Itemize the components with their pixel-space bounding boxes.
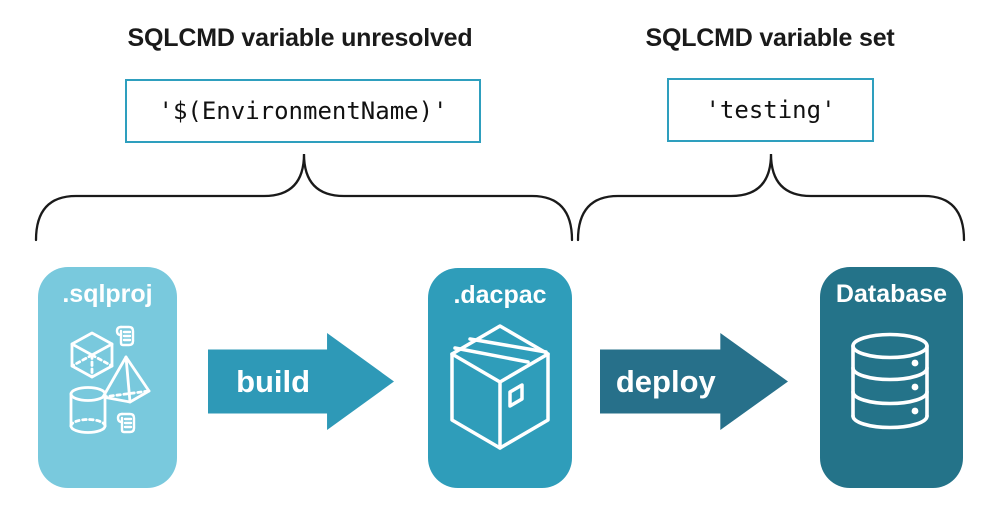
sql-objects-icon [69, 325, 151, 434]
node-database-label: Database [835, 280, 948, 308]
heading-sqlcmd-set: SQLCMD variable set [645, 24, 895, 52]
script-scroll-icon [116, 412, 136, 434]
code-box-testing: 'testing' [667, 78, 874, 142]
code-environment-name-text: '$(EnvironmentName)' [158, 97, 448, 125]
heading-sqlcmd-unresolved: SQLCMD variable unresolved [127, 24, 473, 52]
left-brace [34, 153, 574, 242]
code-testing-text: 'testing' [705, 96, 836, 124]
cube-icon [70, 331, 114, 379]
node-database: Database [820, 267, 963, 488]
package-icon [450, 324, 550, 450]
node-dacpac-label: .dacpac [453, 281, 547, 309]
code-box-environment-name: '$(EnvironmentName)' [125, 79, 481, 143]
node-sqlproj-label: .sqlproj [62, 280, 153, 308]
node-sqlproj: .sqlproj [38, 267, 177, 488]
build-arrow-label: build [236, 363, 311, 399]
database-icon [851, 332, 929, 430]
deploy-arrow: deploy [600, 333, 788, 430]
build-arrow: build [208, 333, 394, 430]
deploy-arrow-label: deploy [615, 363, 716, 399]
script-scroll-icon [115, 325, 135, 347]
pyramid-icon [101, 355, 151, 404]
node-dacpac: .dacpac [428, 268, 572, 488]
cylinder-icon [69, 386, 107, 434]
right-brace [576, 153, 966, 242]
